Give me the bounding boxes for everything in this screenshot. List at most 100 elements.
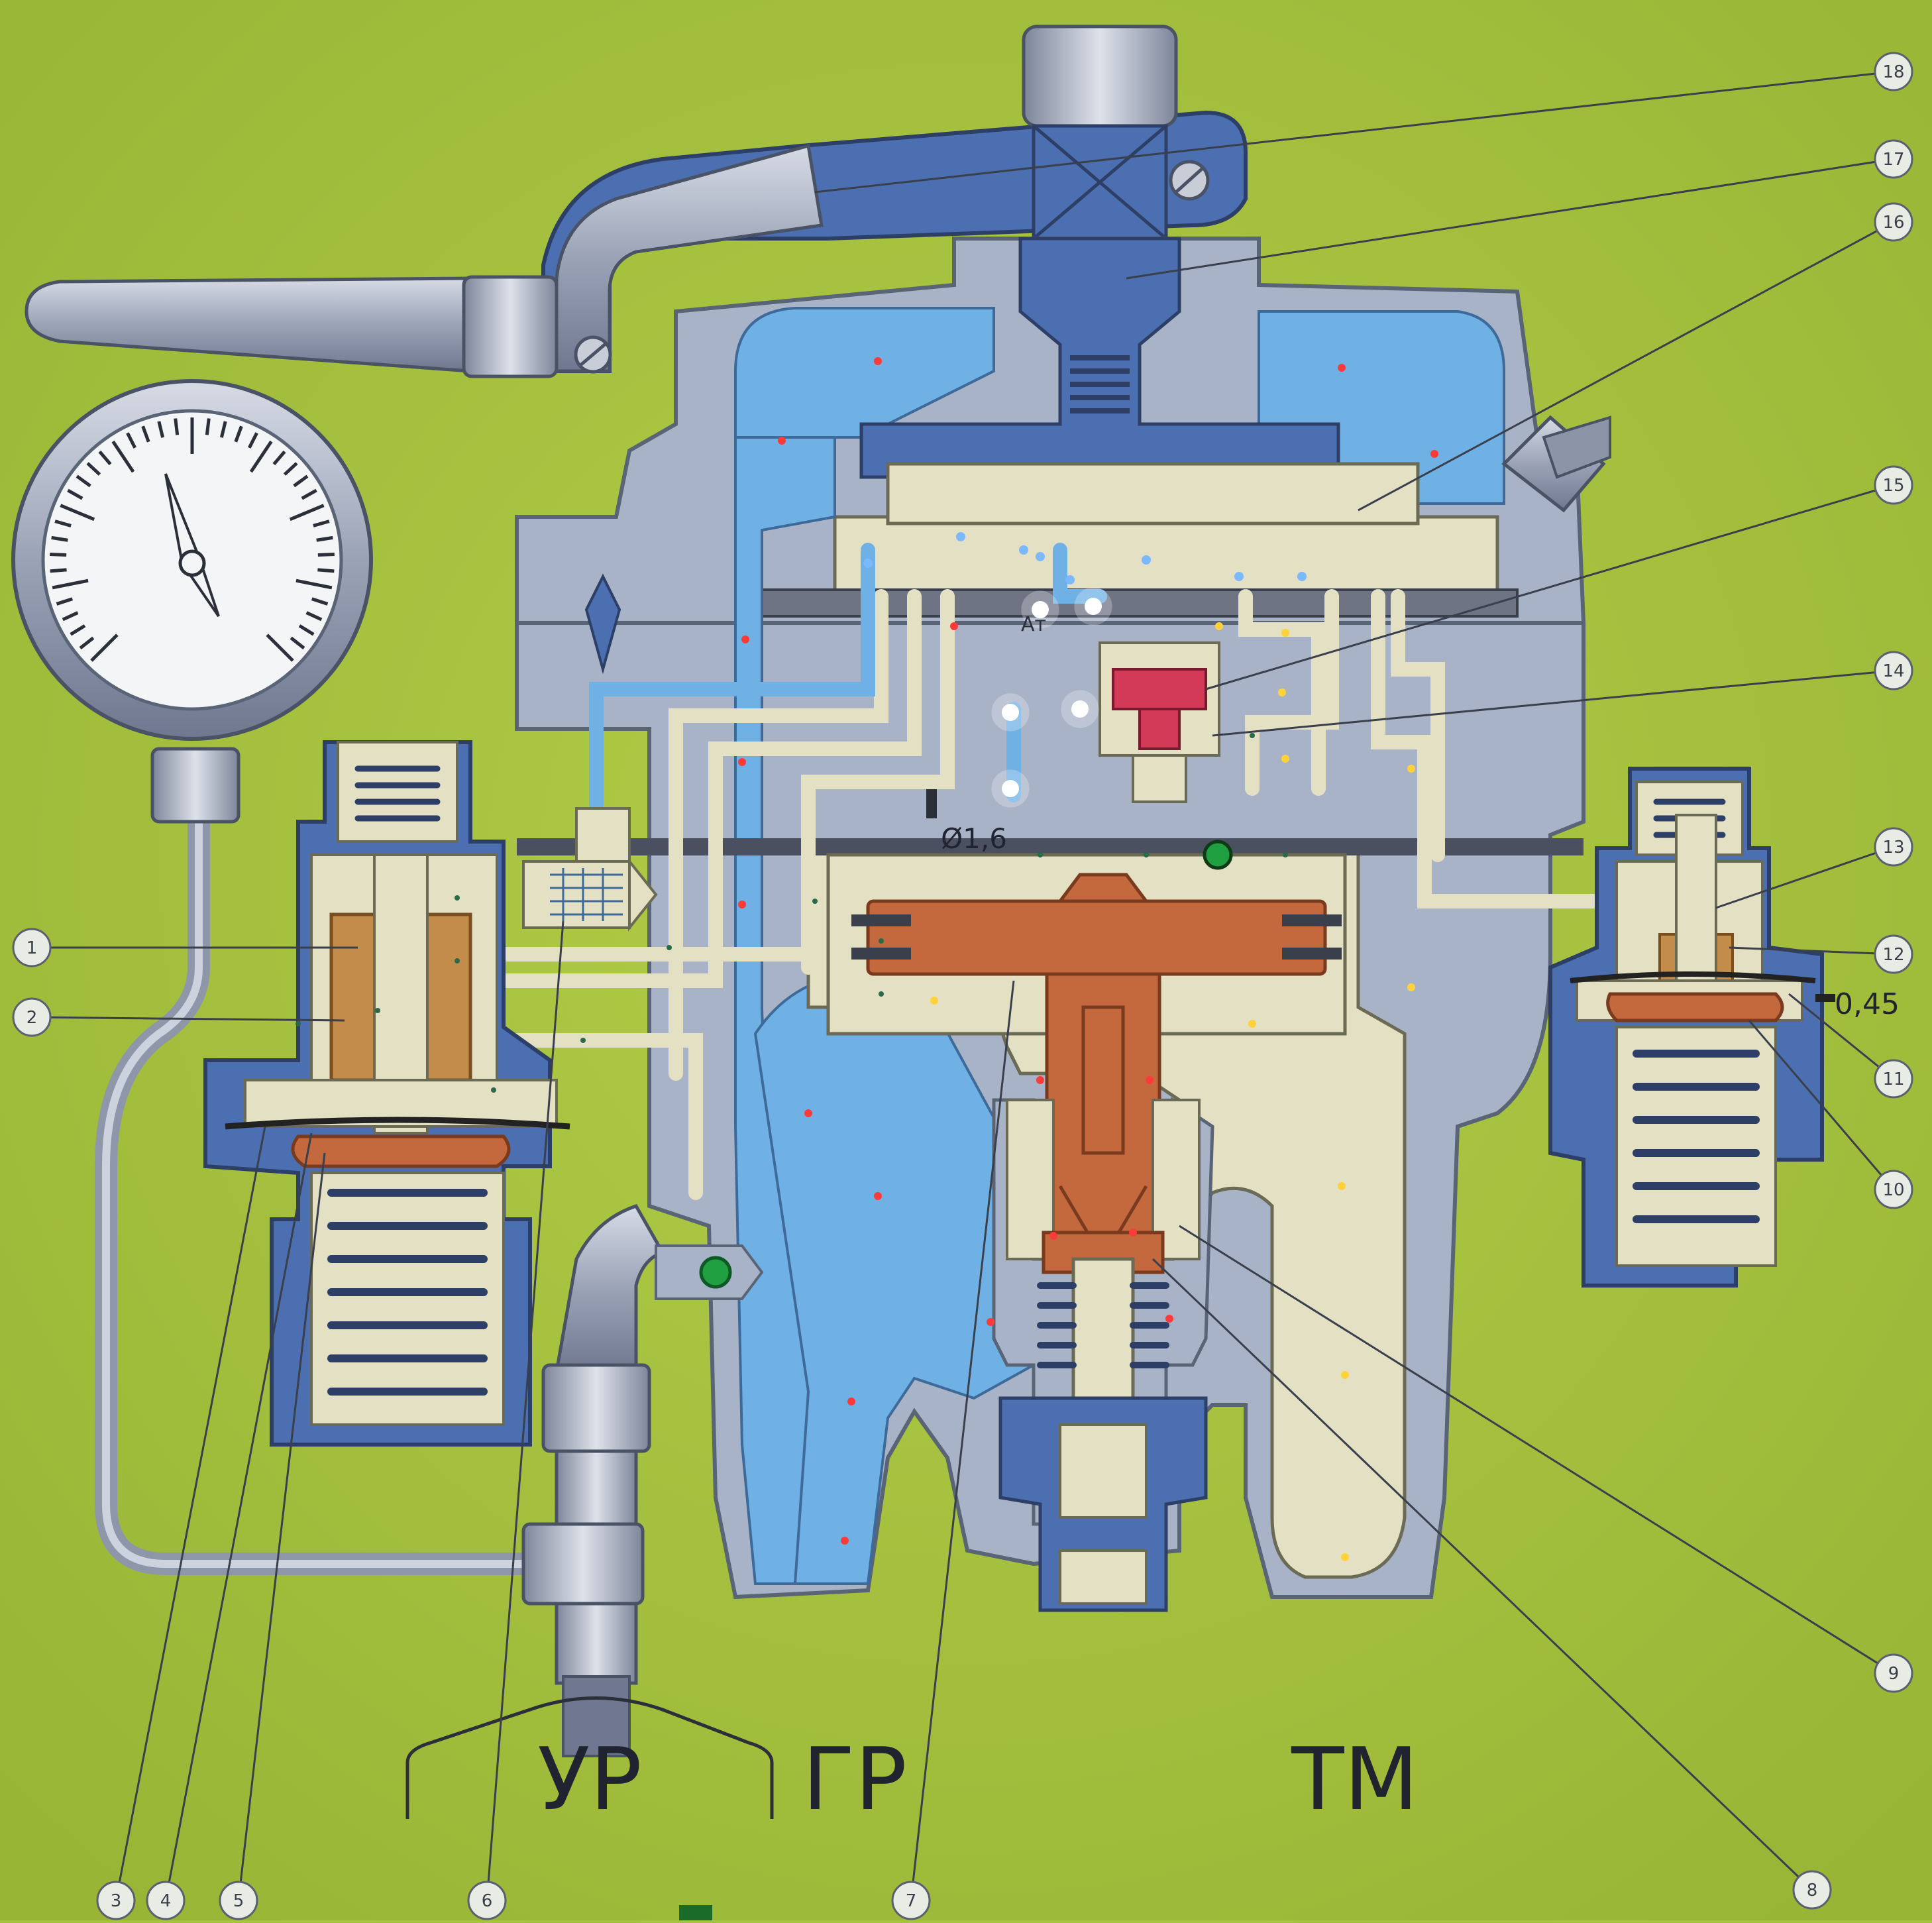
callout-marker-14 (1874, 651, 1913, 690)
gauge-tick (67, 488, 83, 500)
gauge-tick (301, 488, 317, 500)
leader-line-4 (164, 1132, 313, 1901)
separator-plate (517, 838, 1583, 855)
top-green-indicator (1203, 840, 1233, 870)
filter-6 (522, 860, 631, 929)
led-dot (879, 991, 884, 997)
callout-marker-13 (1874, 827, 1913, 867)
left-main-spring (327, 1189, 488, 1396)
callout-number-11: 11 (1882, 1070, 1904, 1089)
region-label-gr: ГР (802, 1729, 907, 1830)
slide-valve-16 (833, 515, 1499, 598)
gauge-tick (54, 520, 72, 527)
leader-line-8 (1152, 1258, 1813, 1891)
handle-grip (25, 276, 472, 373)
region-label-ur: УР (537, 1729, 642, 1830)
leader-line-2 (31, 1016, 345, 1022)
callout-marker-12 (1874, 934, 1913, 974)
gauge-tick (111, 440, 135, 473)
callout-number-7: 7 (906, 1891, 917, 1911)
pressure-gauge (11, 379, 530, 1575)
gauge-tick (60, 504, 95, 522)
ur-reservoir (405, 1696, 774, 1819)
led-dot (1071, 700, 1089, 718)
led-dot (812, 899, 818, 904)
callout-number-6: 6 (482, 1891, 493, 1911)
led-dot (1065, 575, 1075, 584)
led-dot (455, 895, 460, 901)
leader-lines (31, 70, 1895, 1901)
handle-assembly (25, 25, 1248, 378)
callout-number-16: 16 (1882, 213, 1904, 233)
led-dot (1248, 1020, 1256, 1028)
region-label-tm: ТМ (1291, 1729, 1419, 1830)
handle-elbow (555, 143, 824, 373)
leader-line-3 (115, 1126, 266, 1901)
callout-number-18: 18 (1882, 62, 1904, 82)
callout-marker-10 (1874, 1170, 1913, 1209)
piston-seal-right (1282, 914, 1342, 926)
diaphragm-11 (1570, 971, 1816, 983)
callout-number-5: 5 (233, 1891, 244, 1911)
led-dot (1281, 629, 1289, 637)
callout-marker-11 (1874, 1059, 1913, 1099)
piston-rod (1045, 972, 1161, 1268)
led-dot (741, 635, 749, 643)
gauge-tick (295, 578, 333, 590)
spool-spring (1070, 355, 1130, 413)
callout-number-13: 13 (1882, 838, 1904, 857)
callout-number-15: 15 (1882, 476, 1904, 496)
gauge-tick (56, 597, 74, 606)
led-dot (1144, 852, 1149, 857)
callout-marker-7 (891, 1881, 931, 1920)
led-dot (491, 1087, 496, 1093)
gauge-tick (90, 633, 119, 662)
led-dot (778, 437, 786, 445)
led-dot (1338, 1182, 1346, 1190)
led-dot (930, 997, 938, 1005)
leader-line-7 (910, 980, 1015, 1901)
callout-marker-8 (1792, 1870, 1832, 1910)
gauge-tick (289, 504, 325, 522)
indicator-leds (295, 357, 1438, 1561)
callout-marker-3 (96, 1881, 136, 1920)
leader-line-18 (814, 70, 1894, 193)
piston-seal-left (851, 914, 911, 926)
calibrated-orifice (1815, 994, 1835, 1002)
gauge-needle (164, 473, 220, 618)
callout-marker-2 (12, 997, 52, 1037)
gauge-tick (283, 462, 298, 476)
led-dot (874, 1192, 882, 1200)
led-dot (1049, 1232, 1057, 1240)
bottom-marker (679, 1905, 712, 1920)
callout-marker-18 (1874, 52, 1913, 91)
callout-marker-17 (1874, 139, 1913, 179)
gauge-tick (311, 597, 329, 606)
gauge-tick (50, 568, 67, 573)
gauge-tick (141, 425, 150, 443)
piston-disc-10 (1606, 992, 1784, 1022)
led-dot (1002, 704, 1019, 721)
right-stabilizer (1548, 767, 1835, 1288)
pressure-label: 0,45 (1835, 987, 1900, 1021)
gauge-tick (70, 624, 86, 636)
leader-line-6 (486, 920, 564, 1901)
callout-number-8: 8 (1807, 1881, 1818, 1900)
led-dot (874, 357, 882, 365)
stabilizer-stem-13 (1675, 814, 1717, 995)
led-dot (1283, 852, 1288, 857)
led-dot (455, 958, 460, 963)
led-dot (1142, 555, 1151, 565)
led-dot (1036, 552, 1045, 561)
led-dot (1281, 755, 1289, 763)
led-dot (1002, 780, 1019, 797)
led-dot (1341, 1371, 1349, 1379)
led-dot (950, 622, 958, 630)
led-dot (580, 1038, 586, 1043)
led-dot (956, 532, 965, 541)
gauge-tick (298, 624, 315, 636)
gauge-tick (234, 425, 243, 443)
leader-line-5 (237, 1152, 326, 1901)
